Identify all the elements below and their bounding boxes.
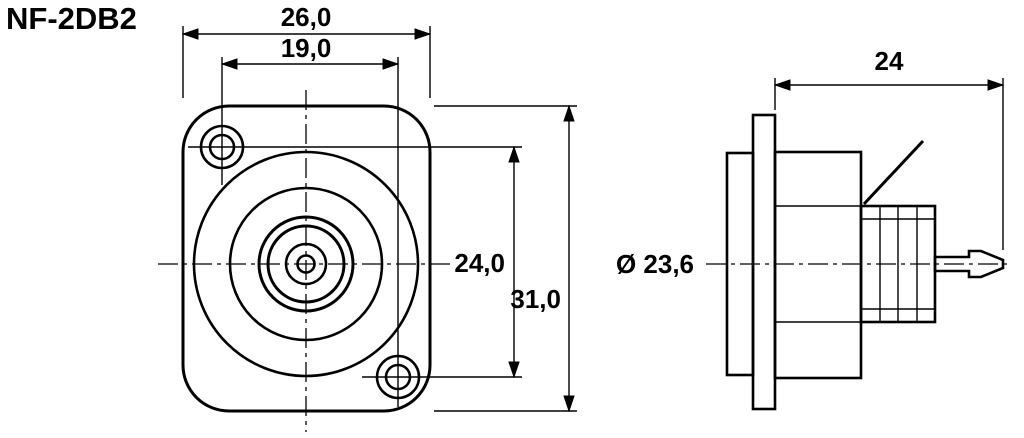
dimension-depth: 24	[773, 46, 1005, 91]
dimension-label-hole-spacing-vertical: 24,0	[454, 248, 505, 278]
flange-plate	[181, 104, 432, 413]
contact-pin	[933, 249, 1005, 279]
dimension-hole-spacing-horizontal: 19,0	[220, 33, 400, 70]
jack-inner-ring	[266, 224, 346, 304]
solder-lug	[862, 139, 925, 206]
jack-outer-ring	[257, 215, 355, 313]
dimension-label-diameter: Ø 23,6	[616, 249, 694, 279]
jack-bore-circle	[284, 242, 328, 286]
dimension-height: 31,0	[510, 104, 575, 413]
flange-side-profile	[751, 113, 777, 411]
dimension-width: 26,0	[181, 2, 432, 40]
dimension-label-depth: 24	[875, 46, 904, 76]
body-inner-circle	[228, 186, 384, 342]
center-pin-hole	[296, 254, 316, 274]
dimension-label-width: 26,0	[281, 2, 332, 32]
dimension-label-hole-spacing-horizontal: 19,0	[281, 33, 332, 63]
front-view: 26,0 19,0 24,0 31,0	[158, 2, 577, 432]
dimension-hole-spacing-vertical: 24,0	[454, 145, 520, 379]
body-outer-circle	[192, 150, 420, 378]
drawing-title: NF-2DB2	[6, 1, 137, 36]
dimension-label-height: 31,0	[510, 284, 561, 314]
rear-body	[773, 150, 863, 380]
side-view: Ø 23,6	[616, 46, 1012, 411]
